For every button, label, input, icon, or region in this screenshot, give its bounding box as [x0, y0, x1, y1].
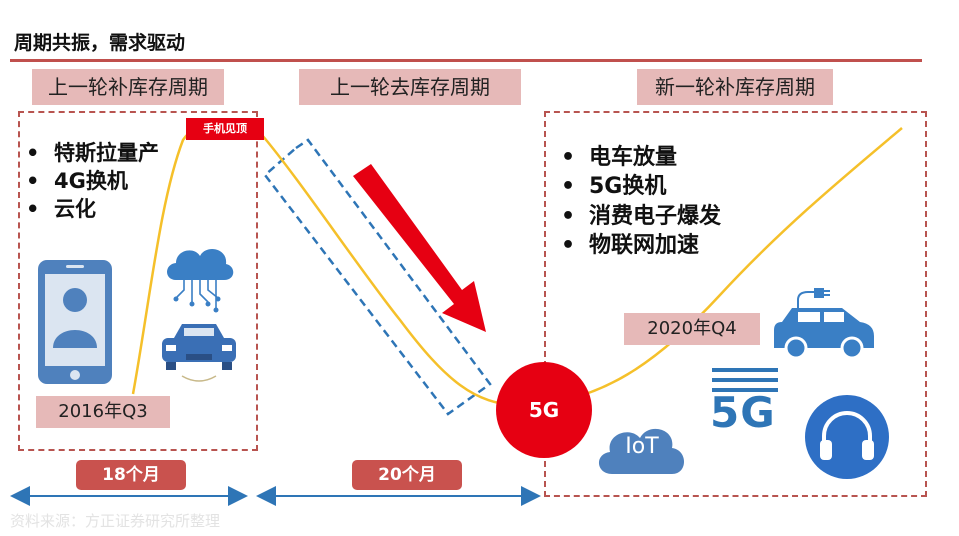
- right-driver-item: 电车放量: [559, 143, 721, 173]
- source-note: 资料来源：方正证券研究所整理: [10, 512, 221, 530]
- end-date-label: 2020年Q4: [624, 313, 760, 345]
- demand-curve: [131, 118, 903, 407]
- right-driver-item: 物联网加速: [559, 231, 721, 261]
- duration-badge-20m: 20个月: [352, 460, 462, 490]
- left-cycle-box: [18, 111, 258, 451]
- duration-badge-18m: 18个月: [76, 460, 186, 490]
- phase-label-prev-restock: 上一轮补库存周期: [32, 69, 224, 105]
- phone-peak-label: 手机见顶: [186, 118, 264, 140]
- left-driver-list: 特斯拉量产 4G换机 云化: [24, 140, 159, 224]
- right-driver-item: 消费电子爆发: [559, 202, 721, 232]
- headphones-icon: [805, 395, 889, 479]
- right-driver-list: 电车放量 5G换机 消费电子爆发 物联网加速: [559, 143, 721, 260]
- left-driver-item: 特斯拉量产: [24, 140, 159, 168]
- page-title: 周期共振，需求驱动: [14, 32, 186, 54]
- right-driver-item: 5G换机: [559, 172, 721, 202]
- 5g-logo-text: 5G: [710, 388, 776, 437]
- start-date-label: 2016年Q3: [36, 396, 170, 428]
- left-driver-item: 4G换机: [24, 168, 159, 196]
- electric-car-icon: [774, 288, 874, 360]
- 5g-center-circle: 5G: [496, 362, 592, 458]
- smartphone-icon: [38, 260, 112, 384]
- iot-cloud-icon: [598, 428, 684, 474]
- right-cycle-box: [544, 111, 927, 497]
- title-divider: [10, 59, 922, 62]
- iot-label: IoT: [625, 434, 659, 459]
- downtrend-arrow: [353, 164, 486, 332]
- 5g-signal-icon: [712, 368, 778, 392]
- left-driver-item: 云化: [24, 196, 159, 224]
- cloud-icon: [167, 249, 234, 313]
- phase-label-new-restock: 新一轮补库存周期: [637, 69, 833, 105]
- car-icon: [162, 324, 236, 382]
- destock-band: [263, 138, 492, 416]
- phase-label-destock: 上一轮去库存周期: [299, 69, 521, 105]
